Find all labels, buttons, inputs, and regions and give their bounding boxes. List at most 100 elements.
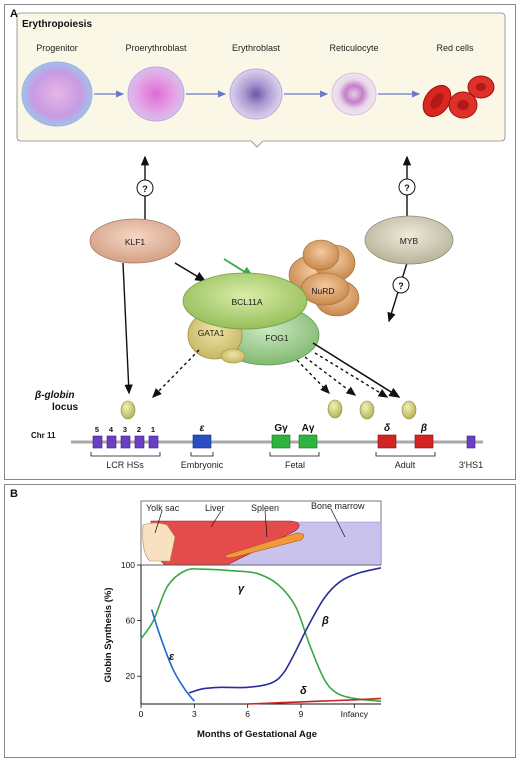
group-label-embryonic: Embryonic: [181, 460, 224, 470]
y-axis-title: Globin Synthesis (%): [103, 587, 114, 682]
red-cells-image: [422, 75, 495, 119]
question-mark-klf1: ?: [142, 184, 148, 194]
stage-label-reticulocyte: Reticulocyte: [329, 43, 378, 53]
group-label-fetal: Fetal: [285, 460, 305, 470]
hs-number-4: 4: [109, 425, 114, 434]
liver-pointer: [210, 510, 222, 528]
lcr-hs-boxes: [92, 435, 159, 449]
hs-number-2: 2: [137, 425, 141, 434]
group-label-lcr-hss: LCR HSs: [106, 460, 144, 470]
spleen-band: [225, 532, 305, 558]
klf1-to-locus-arrow: [122, 262, 133, 395]
curve-label-delta: δ: [300, 685, 307, 697]
yolk-sac-pointer: [154, 510, 163, 534]
bound-factor-dot-4: [401, 400, 417, 420]
group-label-adult: Adult: [395, 460, 416, 470]
organ-label-bone-marrow: Bone marrow: [311, 501, 365, 511]
bound-factor-dot-1: [120, 400, 136, 420]
plot-area: [140, 564, 381, 705]
curve-label-beta: β: [321, 615, 329, 627]
klf1-label: KLF1: [125, 237, 146, 247]
klf1-to-bcl11a-arrow: [174, 262, 207, 282]
gene-box-3hs1: [466, 435, 476, 449]
curve-label-epsilon: ε: [169, 651, 175, 663]
question-badge-klf1: [136, 179, 154, 197]
y-tick-label: 60: [126, 616, 136, 626]
erythropoiesis-title: Erythropoiesis: [22, 19, 92, 30]
nurd-label: NuRD: [311, 286, 334, 296]
curve-label-gamma: γ: [238, 583, 245, 595]
x-tick-label: 6: [245, 709, 250, 719]
question-badge-myb: [398, 178, 416, 196]
x-tick-label: 9: [299, 709, 304, 719]
panel-letter-a: A: [10, 8, 18, 20]
question-badge-myb-down: [392, 276, 410, 294]
x-tick-label: 0: [139, 709, 144, 719]
y-tick-label: 20: [126, 671, 136, 681]
complex-to-ggamma-dotted-arrow: [296, 359, 330, 395]
series-line-epsilon: [150, 609, 195, 702]
complex-to-lcr-dotted-arrow: [152, 349, 200, 399]
bound-factor-dot-3: [359, 400, 375, 420]
gene-box-epsilon: [192, 434, 212, 449]
myb-label: MYB: [400, 236, 419, 246]
question-mark-myb-down: ?: [398, 281, 404, 291]
gata1-label: GATA1: [198, 328, 225, 338]
tick-layer: 0 3 6 9 Infancy 20 60 100: [121, 560, 369, 719]
organ-label-yolk-sac: Yolk sac: [146, 503, 180, 513]
panel-a-diagram: Erythropoiesis Progenitor Proerythroblas…: [16, 12, 506, 470]
spleen-pointer: [264, 510, 268, 538]
panel-letter-b: B: [10, 488, 18, 500]
proerythroblast-cell-image: [127, 66, 185, 122]
gene-label-epsilon: ε: [200, 423, 205, 434]
klf1-factor: [89, 218, 181, 264]
gene-box-agamma: [298, 434, 318, 449]
globin-synthesis-chart: Yolk sac Liver Spleen Bone marrow 0 3 6 9 In…: [103, 500, 382, 740]
gene-label-beta: β: [420, 423, 427, 434]
gene-box-beta: [414, 434, 434, 449]
panel-b: B Yolk sac Liver Spleen Bone marrow 0 3 6 9…: [4, 484, 516, 758]
x-tick-label: 3: [192, 709, 197, 719]
progenitor-cell-image: [21, 61, 93, 127]
locus-title-line1: β-globin: [34, 390, 75, 401]
group-brackets: [90, 452, 436, 457]
bcl11a-label: BCL11A: [231, 297, 262, 307]
gene-box-delta: [377, 434, 397, 449]
x-tick-label: Infancy: [341, 709, 369, 719]
series-layer: [140, 567, 382, 705]
organ-label-liver: Liver: [205, 503, 225, 513]
question-mark-myb: ?: [404, 183, 410, 193]
gene-label-delta: δ: [384, 423, 391, 434]
bound-factor-dot-2: [327, 399, 343, 419]
stage-label-proerythroblast: Proerythroblast: [125, 43, 187, 53]
gene-box-ggamma: [271, 434, 291, 449]
stage-label-red-cells: Red cells: [436, 43, 474, 53]
stage-label-erythroblast: Erythroblast: [232, 43, 281, 53]
hs-number-3: 3: [123, 425, 127, 434]
complex-to-agamma-dotted-arrow: [304, 356, 357, 396]
x-axis-title: Months of Gestational Age: [197, 729, 317, 740]
complex-to-delta-dotted-arrow: [314, 352, 389, 398]
series-line-beta: [188, 567, 382, 694]
gene-label-ggamma: Gγ: [274, 423, 288, 434]
myb-factor: [364, 215, 454, 265]
hs-number-5: 5: [95, 425, 99, 434]
bone-marrow-pointer: [330, 508, 346, 538]
group-label-3hs1: 3′HS1: [459, 460, 483, 470]
complex-to-beta-arrow: [312, 342, 401, 398]
reticulocyte-cell-image: [331, 72, 377, 116]
panel-a: A Erythropoiesis Progenitor Proerythrobl…: [4, 4, 516, 480]
yolk-sac-band: [142, 522, 176, 562]
series-line-gamma: [140, 568, 382, 702]
locus-title-line2: locus: [52, 402, 79, 413]
nurd-complex: [288, 239, 360, 317]
stage-label-progenitor: Progenitor: [36, 43, 78, 53]
series-line-delta: [247, 697, 382, 705]
organ-label-spleen: Spleen: [251, 503, 279, 513]
gene-label-agamma: Aγ: [302, 423, 315, 434]
chromosome-label: Chr 11: [31, 431, 56, 440]
bcl11a-factor: [182, 272, 308, 330]
erythroblast-cell-image: [229, 68, 283, 120]
y-tick-label: 100: [121, 560, 135, 570]
hs-number-1: 1: [151, 425, 155, 434]
